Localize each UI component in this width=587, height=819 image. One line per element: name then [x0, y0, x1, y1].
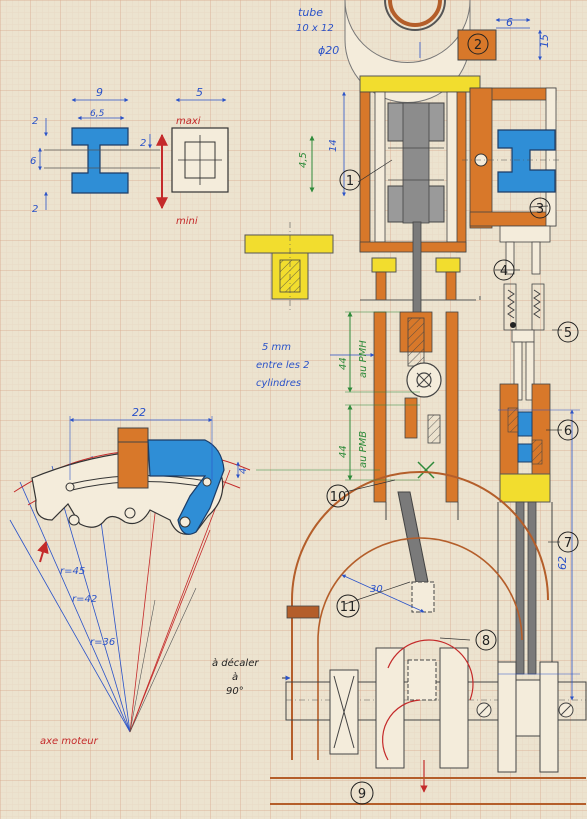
- cylinder-1-assembly: [359, 75, 481, 315]
- svg-text:3: 3: [536, 202, 544, 217]
- part-number-10: 10: [326, 484, 350, 508]
- square-nut-view: [156, 98, 229, 210]
- part-numbers: 1 2 3 4 5 6 7 8 9 10 11: [326, 33, 579, 805]
- part-2-block: [457, 29, 497, 61]
- label-pmb-44: 44: [338, 445, 349, 458]
- label-dim-2b: 2: [32, 204, 38, 215]
- part-number-7: 7: [557, 531, 579, 553]
- label-r45: r=45: [60, 566, 85, 577]
- part-number-6: 6: [557, 419, 579, 441]
- label-dim-14: 14: [328, 139, 339, 152]
- crank-assembly: [270, 471, 587, 805]
- label-gap-2: entre les 2: [256, 360, 310, 371]
- label-dim-62: 62: [556, 556, 569, 570]
- svg-text:5: 5: [564, 326, 572, 341]
- label-gap-3: cylindres: [256, 378, 301, 389]
- annotations: tube 10 x 12 ϕ20 6 15 9 6,5 5 2 6 2 2 ma…: [30, 6, 569, 747]
- label-dim-9: 9: [96, 86, 103, 99]
- svg-text:7: 7: [564, 536, 572, 551]
- yellow-plug: [244, 222, 334, 312]
- label-pmh: au PMH: [358, 340, 369, 378]
- label-decaler-1: à décaler: [212, 657, 259, 669]
- label-dim-6: 6: [506, 16, 513, 29]
- label-maxi: maxi: [176, 116, 201, 127]
- label-dim-2c: 2: [140, 138, 146, 149]
- label-dim-5: 5: [196, 86, 203, 99]
- part-number-5: 5: [557, 321, 579, 343]
- part-number-2: 2: [467, 33, 489, 55]
- label-r36: r=36: [90, 637, 115, 648]
- part-number-1: 1: [339, 169, 361, 191]
- part-number-8: 8: [475, 629, 497, 651]
- label-dim-30: 30: [370, 584, 383, 595]
- svg-text:1: 1: [346, 174, 354, 189]
- label-dim-4: 4: [238, 468, 249, 474]
- label-axe-moteur: axe moteur: [40, 736, 99, 747]
- label-mini: mini: [176, 216, 198, 227]
- label-tube-size: 10 x 12: [296, 23, 334, 34]
- label-decaler-3: 90°: [226, 686, 244, 697]
- cylinder-2-assembly: [462, 87, 560, 401]
- svg-text:8: 8: [482, 634, 490, 649]
- svg-text:10: 10: [330, 490, 347, 505]
- label-dim-15: 15: [538, 34, 551, 48]
- crosshead-assembly: [373, 311, 459, 520]
- part-number-9: 9: [350, 781, 374, 805]
- part-number-11: 11: [336, 594, 360, 618]
- label-dim-6b: 6: [30, 156, 36, 167]
- label-pmh-44: 44: [338, 357, 349, 370]
- part-number-4: 4: [493, 259, 515, 281]
- dimensions-main: [256, 91, 580, 701]
- label-r42: r=42: [72, 594, 97, 605]
- part-number-3: 3: [529, 197, 551, 219]
- label-gap-1: 5 mm: [262, 342, 291, 353]
- lever-cam-part: [9, 416, 251, 733]
- label-dim-22: 22: [132, 406, 146, 419]
- label-pmb: au PMB: [358, 431, 369, 468]
- right-rods: [497, 501, 553, 675]
- label-dim-6-5: 6,5: [90, 109, 105, 119]
- svg-text:9: 9: [358, 787, 366, 802]
- svg-text:2: 2: [474, 38, 482, 53]
- svg-text:4: 4: [500, 264, 508, 279]
- blue-slider-part-view: [38, 98, 160, 210]
- label-dim-2a: 2: [32, 116, 38, 127]
- label-tube-diameter: ϕ20: [318, 44, 339, 57]
- valve-block-6: [499, 383, 551, 503]
- svg-text:6: 6: [564, 424, 572, 439]
- svg-text:11: 11: [340, 600, 357, 615]
- label-tube: tube: [298, 6, 323, 19]
- label-decaler-2: à: [232, 671, 238, 683]
- label-dim-4-5: 4,5: [298, 152, 309, 168]
- leader-lines: [344, 159, 562, 641]
